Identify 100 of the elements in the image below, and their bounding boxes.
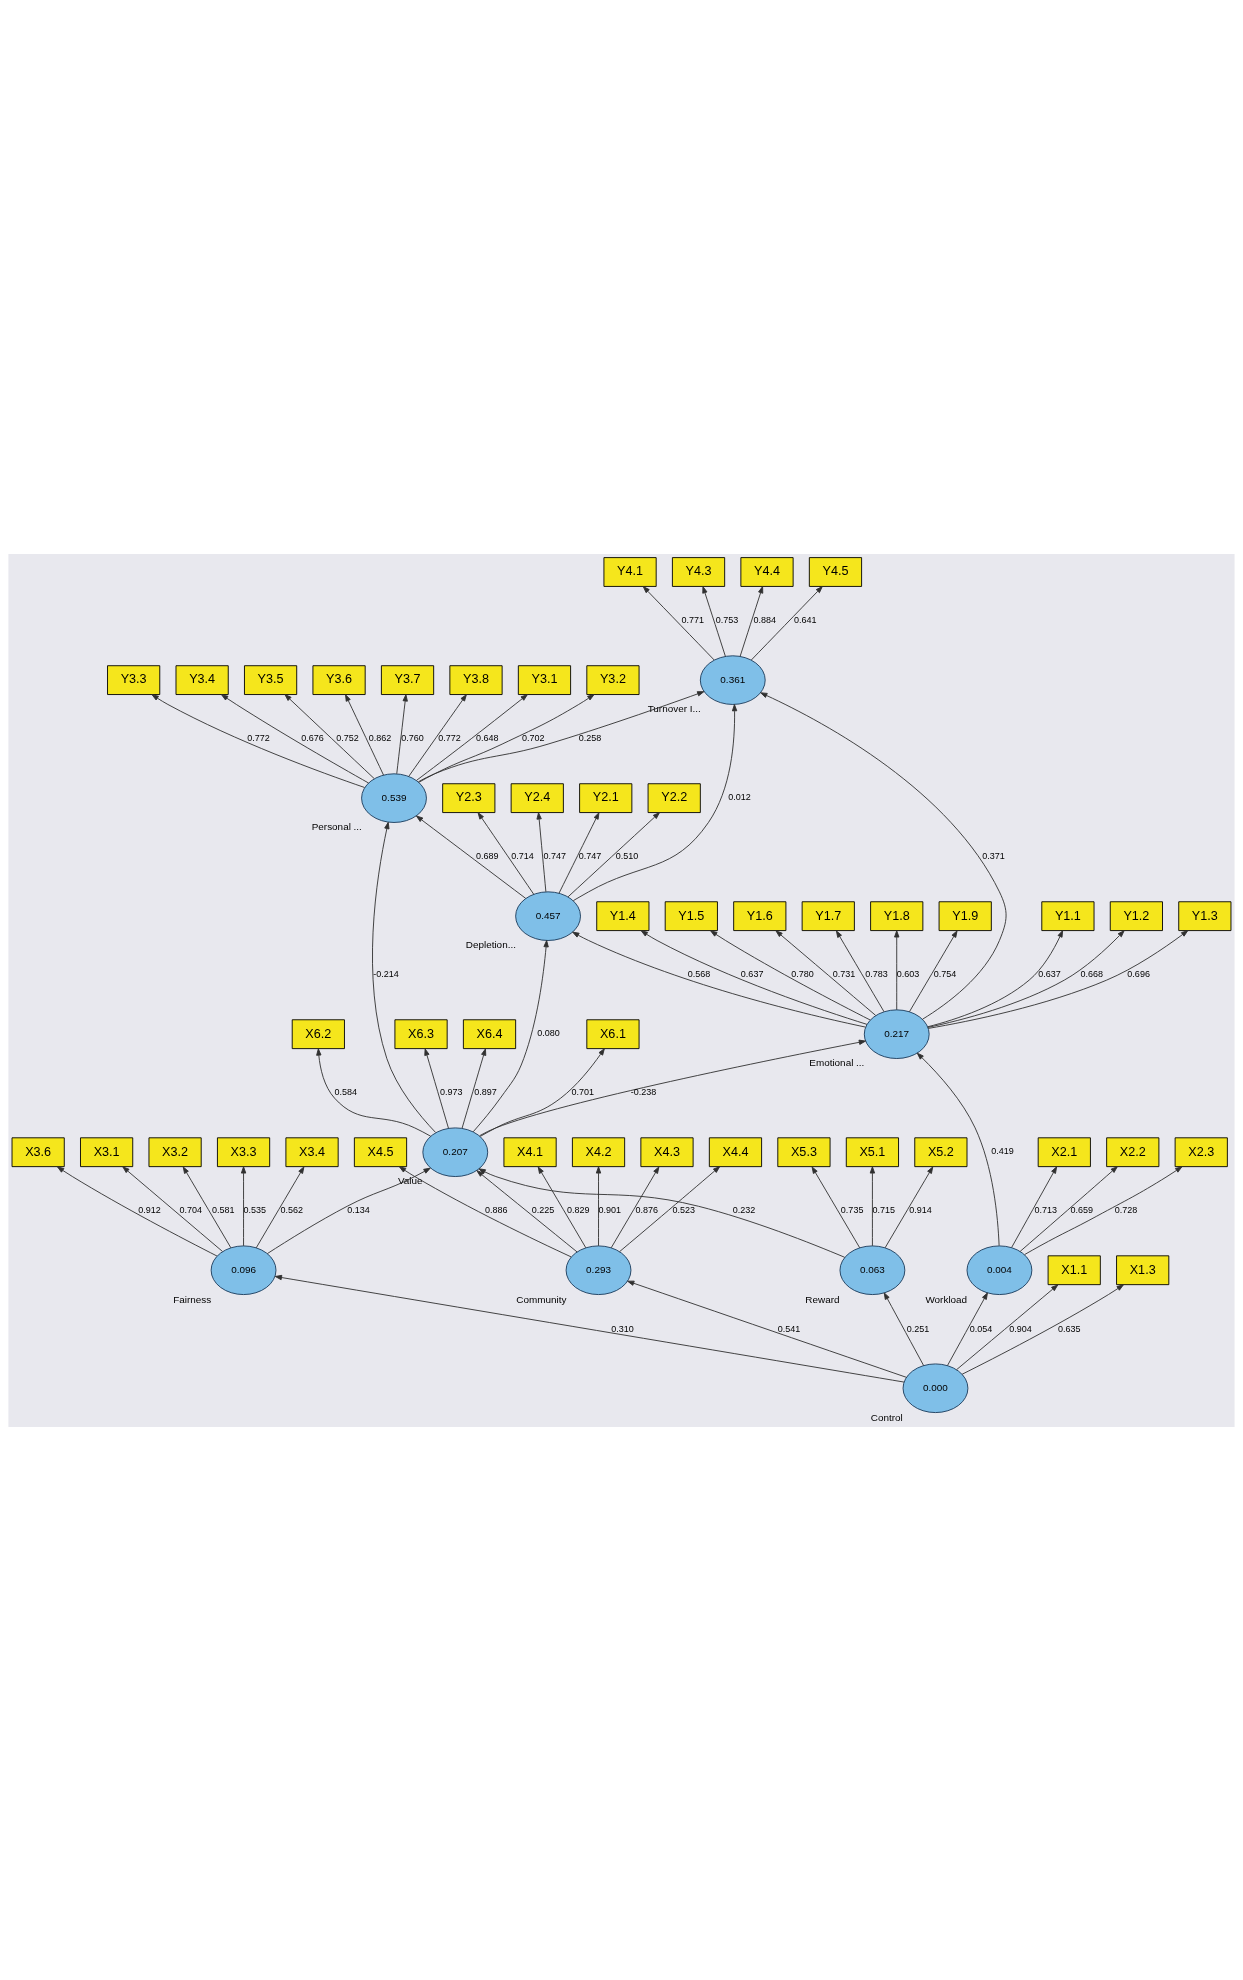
node-box: Y4.3 xyxy=(671,556,726,587)
node-box: X3.1 xyxy=(80,1136,134,1167)
edge-label: 0.702 xyxy=(521,732,545,743)
node-box: X4.4 xyxy=(708,1136,763,1167)
arrow xyxy=(627,1280,907,1378)
arrow xyxy=(1011,1165,1058,1248)
edge-label: 0.637 xyxy=(740,968,764,979)
arrow xyxy=(567,811,660,897)
node-box: Y2.4 xyxy=(510,782,564,813)
edge-label: 0.973 xyxy=(439,1086,463,1097)
edge-label: 0.753 xyxy=(715,614,739,625)
edge-label: 0.876 xyxy=(635,1204,658,1215)
edge-label: 0.659 xyxy=(1070,1204,1094,1215)
node-label: Personal ... xyxy=(311,820,362,832)
node-box: Y1.7 xyxy=(801,900,855,931)
node-box: X4.5 xyxy=(353,1136,408,1167)
arrow xyxy=(537,1166,587,1248)
edge-label: 0.704 xyxy=(179,1204,203,1215)
arrow xyxy=(266,1167,431,1254)
node-label: Fairness xyxy=(173,1292,212,1304)
arrow xyxy=(909,929,958,1012)
arrow xyxy=(894,929,900,1010)
node-box: Y3.3 xyxy=(107,664,161,695)
node-box: X3.2 xyxy=(148,1136,202,1167)
node-box: Y3.6 xyxy=(312,664,366,695)
node-box: Y4.1 xyxy=(603,556,657,587)
node-box: X4.3 xyxy=(640,1136,694,1167)
edge-label: 0.771 xyxy=(681,614,704,625)
node-ellipse: 0.063 xyxy=(839,1244,906,1295)
edge-label: -0.214 xyxy=(373,968,399,979)
arrow xyxy=(255,1166,305,1248)
arrow xyxy=(572,703,738,901)
edge-label: 0.258 xyxy=(578,732,602,743)
edge-label: 0.772 xyxy=(438,732,461,743)
node-box: Y3.5 xyxy=(244,664,298,695)
arrow xyxy=(916,1052,1000,1246)
arrow xyxy=(536,811,547,892)
edge-label: 0.134 xyxy=(347,1204,370,1215)
edge-label: 0.897 xyxy=(474,1086,497,1097)
node-box: Y3.2 xyxy=(586,664,640,695)
arrow xyxy=(884,1166,934,1248)
edge-label: 0.914 xyxy=(909,1204,932,1215)
edge-label: 0.747 xyxy=(578,850,602,861)
edge-label: 0.648 xyxy=(476,732,499,743)
node-box: Y2.3 xyxy=(442,782,496,813)
edge-label: 0.904 xyxy=(1009,1323,1032,1333)
node-label: Community xyxy=(516,1292,567,1304)
edge-label: 0.728 xyxy=(1114,1204,1138,1215)
arrow xyxy=(396,693,408,774)
arrow xyxy=(760,691,1007,1020)
arrow xyxy=(461,1047,487,1129)
edge-label: 0.310 xyxy=(611,1323,634,1333)
node-box: Y3.7 xyxy=(380,664,435,695)
arrow xyxy=(640,929,868,1025)
arrow xyxy=(274,1274,905,1382)
arrow xyxy=(479,1047,605,1137)
edge-label: 0.715 xyxy=(872,1204,895,1215)
arrow xyxy=(408,693,467,777)
arrow xyxy=(947,1291,988,1366)
arrow xyxy=(416,693,528,781)
node-box: X2.2 xyxy=(1106,1136,1160,1167)
edge-label: 0.523 xyxy=(672,1204,695,1215)
arrow xyxy=(418,693,595,783)
arrow xyxy=(417,690,705,782)
edge-label: 0.232 xyxy=(732,1204,756,1215)
arrow xyxy=(619,1165,721,1252)
arrow xyxy=(956,1284,1059,1370)
arrow xyxy=(883,1291,925,1366)
arrow xyxy=(927,929,1189,1029)
edge-label: 0.562 xyxy=(280,1204,304,1215)
edge-label: 0.012 xyxy=(728,791,751,802)
arrow xyxy=(775,929,877,1016)
node-box: X4.1 xyxy=(503,1136,557,1167)
node-box: Y4.5 xyxy=(808,556,863,587)
arrow xyxy=(476,1169,578,1252)
edge-label: 0.701 xyxy=(571,1086,595,1097)
node-box: X3.3 xyxy=(217,1136,271,1167)
node-box: Y2.2 xyxy=(647,782,701,813)
node-label: Reward xyxy=(805,1292,840,1304)
arrow xyxy=(479,1039,866,1136)
arrow xyxy=(182,1166,232,1248)
arrow xyxy=(122,1165,223,1252)
node-box: Y3.1 xyxy=(517,664,572,695)
edge-label: 0.862 xyxy=(368,732,392,743)
arrow xyxy=(151,693,365,788)
arrow xyxy=(739,585,764,657)
arrow xyxy=(478,1167,846,1258)
edge-label: 0.603 xyxy=(896,968,920,979)
edge-label: 0.641 xyxy=(794,614,817,625)
edge-label: 0.371 xyxy=(982,850,1005,861)
node-box: X1.3 xyxy=(1116,1254,1170,1285)
edge-label: 0.829 xyxy=(566,1204,590,1215)
edge-label: 0.581 xyxy=(212,1204,235,1215)
edge-label: 0.780 xyxy=(791,968,814,979)
arrow xyxy=(927,929,1125,1028)
edge-label: 0.541 xyxy=(777,1323,801,1333)
arrow xyxy=(240,1165,247,1246)
arrow xyxy=(750,585,823,660)
edge-label: 0.747 xyxy=(543,850,567,861)
edge-label: 0.676 xyxy=(301,732,324,743)
